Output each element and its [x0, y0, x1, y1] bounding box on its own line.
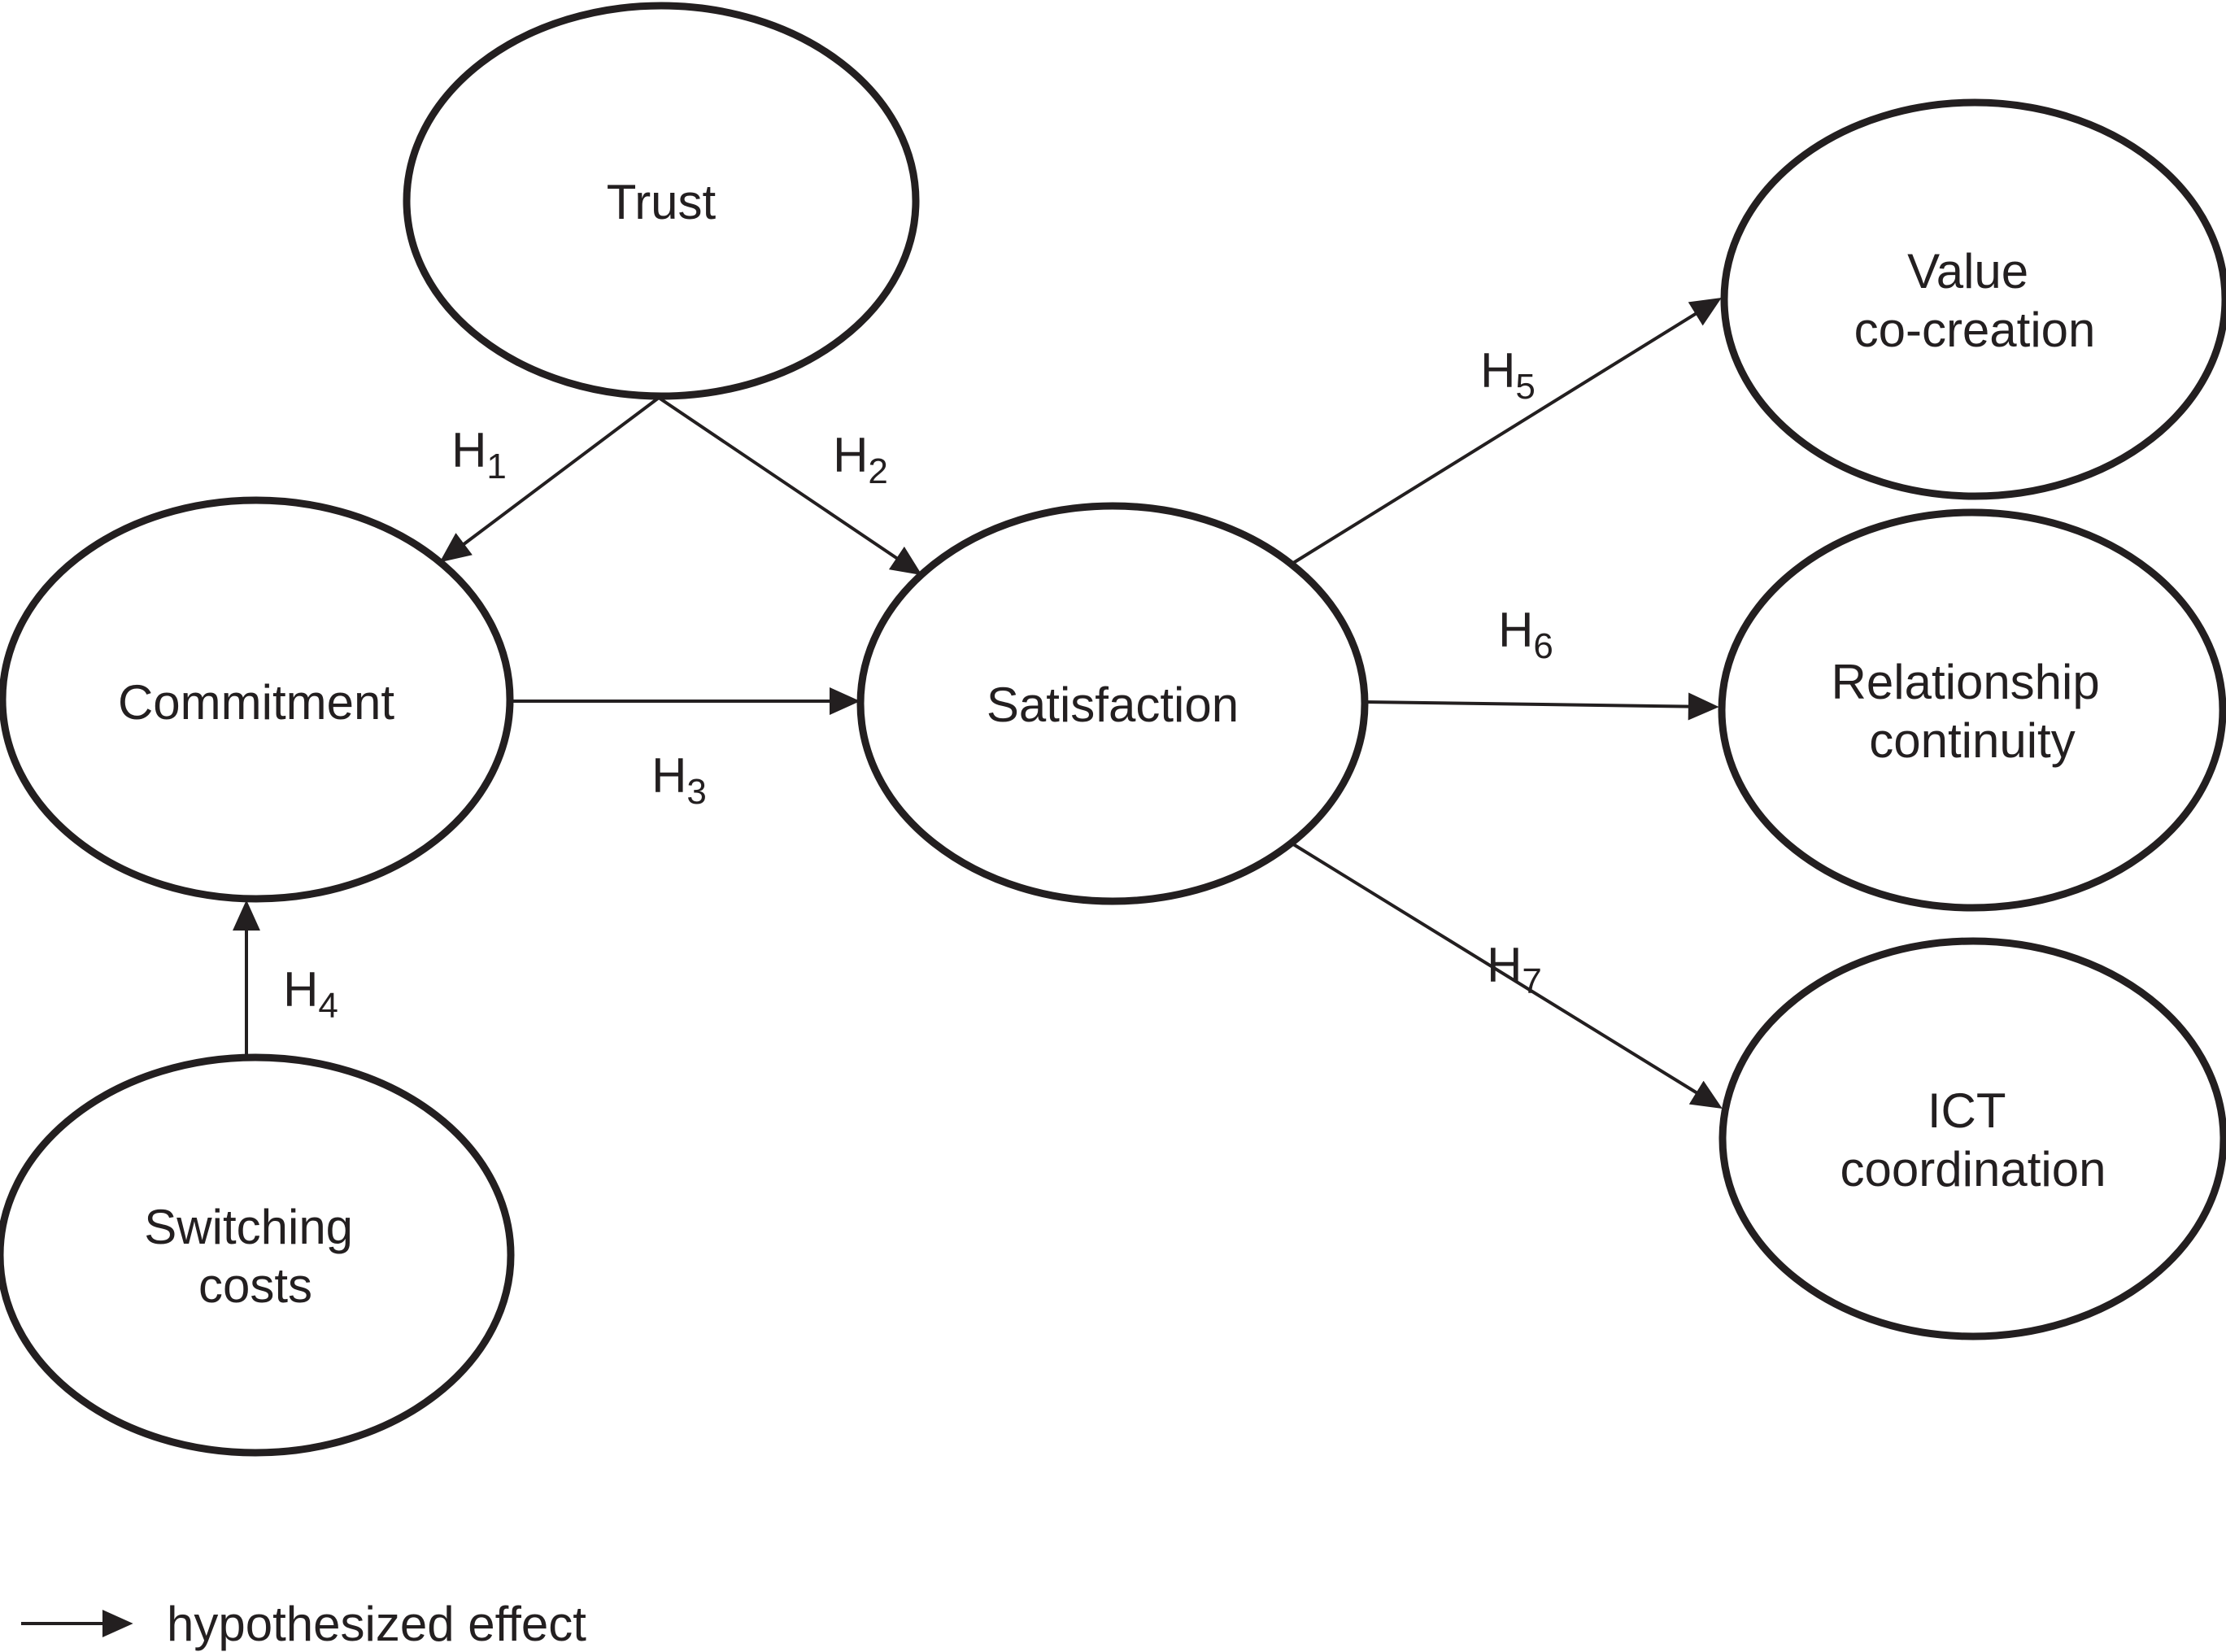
ict-coordination-node — [1719, 937, 2226, 1340]
value-co-creation-node — [1720, 98, 2226, 500]
construct-labels: Trust Commitment Satisfaction Switching … — [118, 175, 2114, 1313]
h2-arrow-trust-to-satisfaction — [657, 396, 922, 576]
h1-label: H1 — [451, 423, 507, 486]
commitment-node — [0, 496, 514, 903]
satisfaction-node — [856, 502, 1369, 905]
legend: hypothesized effect — [21, 1597, 586, 1651]
satisfaction-label: Satisfaction — [987, 678, 1239, 732]
relationship-continuity-label: Relationship continuity — [1832, 655, 2114, 768]
trust-node — [403, 2, 920, 400]
commitment-label: Commitment — [118, 675, 394, 730]
relationship-continuity-node — [1718, 508, 2226, 912]
h7-label: H7 — [1487, 938, 1542, 1001]
ict-coordination-label: ICT coordination — [1840, 1083, 2106, 1197]
construct-nodes — [0, 2, 2226, 1457]
h6-label: H6 — [1498, 603, 1553, 666]
hypothesis-labels: H1 H2 H3 H4 H5 H6 H7 — [283, 343, 1553, 1026]
h1-arrow-trust-to-commitment — [439, 396, 660, 563]
h6-arrow-satisfaction-to-relationship-continuity — [1364, 692, 1719, 721]
h4-label: H4 — [283, 962, 338, 1026]
switching-costs-label: Switching costs — [144, 1200, 366, 1313]
h3-label: H3 — [651, 748, 707, 812]
h7-arrow-satisfaction-to-ict-coordination — [1289, 841, 1723, 1109]
h5-arrow-satisfaction-to-value-co-creation — [1289, 298, 1722, 566]
legend-label: hypothesized effect — [167, 1597, 586, 1651]
h5-label: H5 — [1480, 343, 1536, 407]
switching-costs-node — [0, 1053, 515, 1457]
h2-label: H2 — [833, 428, 888, 491]
hypothesis-arrows — [233, 298, 1723, 1109]
value-co-creation-label: Value co-creation — [1854, 244, 2096, 357]
trust-label: Trust — [607, 175, 717, 229]
